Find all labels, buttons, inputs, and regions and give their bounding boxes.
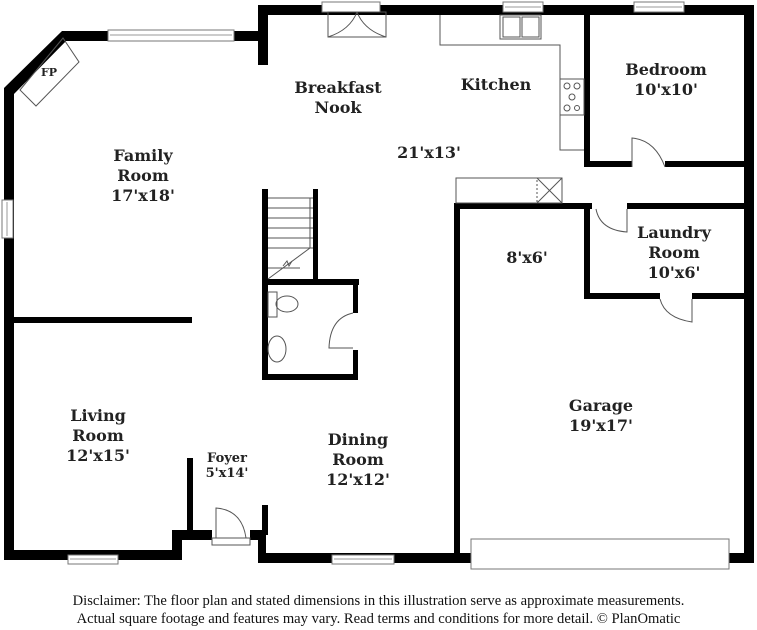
stairs-icon — [267, 197, 313, 280]
bedroom-door-icon — [631, 137, 666, 168]
bath-door-icon — [328, 312, 354, 349]
room-label-laundry-room: Laundry Room 10'x6' — [637, 223, 711, 282]
french-door-icon — [327, 11, 387, 38]
room-label-garage: Garage 19'x17' — [568, 396, 634, 435]
room-label-kitchen: Kitchen — [460, 75, 532, 94]
garage-door — [470, 538, 730, 570]
windows — [1, 1, 685, 565]
room-label-bedroom: Bedroom 10'x10' — [625, 60, 707, 99]
sink-icon — [267, 335, 287, 363]
room-label-living-room: Living Room 12'x15' — [66, 406, 130, 465]
room-label-dining-room: Dining Room 12'x12' — [326, 430, 390, 489]
kitchen-counter — [439, 14, 585, 151]
laundry-door-icon — [595, 208, 628, 233]
front-door-icon — [211, 507, 251, 546]
interior-walls — [14, 10, 744, 555]
fireplace-label: FP — [40, 66, 58, 79]
fireplace-icon — [19, 37, 80, 107]
room-label-breakfast-nook: Breakfast Nook — [294, 78, 382, 117]
toilet-icon — [267, 291, 299, 318]
garage-entry-door-icon — [659, 298, 693, 323]
room-label-family-room: Family Room 17'x18' — [111, 146, 175, 205]
floor-plan-drawing — [1, 1, 754, 570]
room-dimensions-kitchen: 21'x13' — [397, 143, 461, 162]
utility-counter — [455, 177, 563, 204]
room-label-foyer: Foyer 5'x14' — [205, 451, 249, 481]
room-dimensions-storage: 8'x6' — [506, 248, 548, 267]
disclaimer-text: Disclaimer: The floor plan and stated di… — [72, 593, 685, 627]
